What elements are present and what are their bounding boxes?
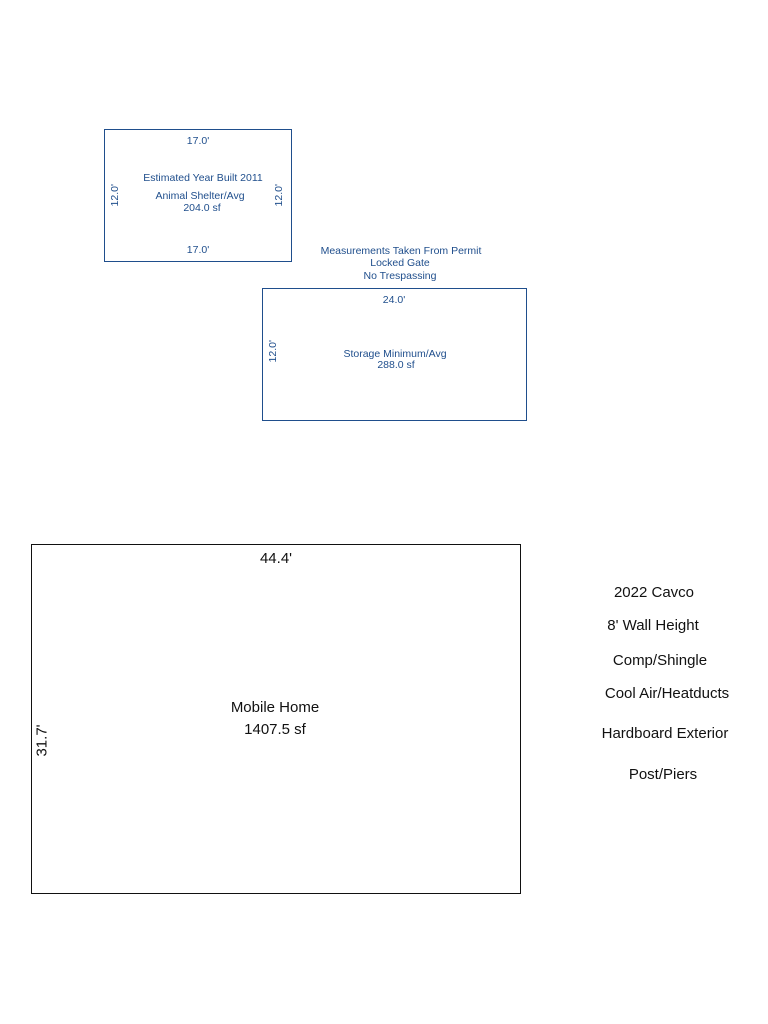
storage-top-dimension: 24.0': [382, 294, 406, 306]
note-no-trespassing: No Trespassing: [363, 270, 437, 282]
storage-label: Storage Minimum/Avg: [343, 348, 447, 360]
feature-hvac: Cool Air/Heatducts: [604, 685, 730, 702]
animal-shelter-right-dimension: 12.0': [272, 184, 285, 207]
mobile-home-area: 1407.5 sf: [244, 721, 306, 738]
animal-shelter-outline: [104, 129, 292, 262]
storage-left-dimension: 12.0': [266, 340, 279, 363]
storage-outline: [262, 288, 527, 421]
animal-shelter-year-note: Estimated Year Built 2011: [143, 172, 263, 184]
mobile-home-top-dimension: 44.4': [259, 550, 293, 567]
mobile-home-label: Mobile Home: [230, 699, 320, 716]
note-measurements: Measurements Taken From Permit: [320, 245, 482, 257]
feature-foundation: Post/Piers: [628, 766, 698, 783]
feature-manufacturer: 2022 Cavco: [613, 584, 695, 601]
animal-shelter-bottom-dimension: 17.0': [186, 244, 210, 256]
mobile-home-outline: [31, 544, 521, 894]
feature-exterior: Hardboard Exterior: [601, 725, 729, 742]
mobile-home-left-dimension: 31.7': [33, 724, 51, 757]
storage-area: 288.0 sf: [377, 359, 415, 371]
animal-shelter-left-dimension: 12.0': [108, 184, 121, 207]
animal-shelter-top-dimension: 17.0': [186, 135, 210, 147]
animal-shelter-label: Animal Shelter/Avg: [155, 190, 245, 202]
animal-shelter-area: 204.0 sf: [183, 202, 221, 214]
feature-roof: Comp/Shingle: [612, 652, 708, 669]
note-locked-gate: Locked Gate: [370, 257, 430, 269]
feature-wall-height: 8' Wall Height: [607, 617, 699, 634]
